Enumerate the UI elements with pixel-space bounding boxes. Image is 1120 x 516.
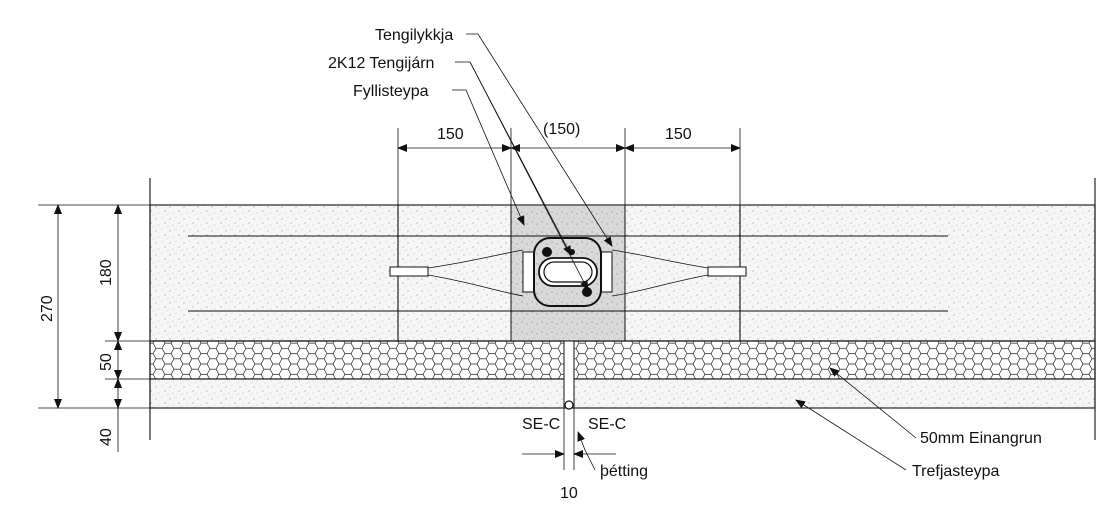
reinforcement-bars <box>188 235 948 312</box>
dim-slab-height: 180 <box>98 259 115 286</box>
label-tengilykkja: Tengilykkja <box>375 27 453 44</box>
label-einangrun: 50mm Einangrun <box>920 430 1042 447</box>
dim-top-middle: (150) <box>543 121 580 138</box>
top-leaders <box>452 33 613 291</box>
label-trefjasteypa: Trefjasteypa <box>912 463 1000 480</box>
label-fyllisteypa: Fyllisteypa <box>353 83 429 100</box>
vertical-joint <box>563 340 575 470</box>
dim-top-right: 150 <box>665 126 692 143</box>
left-dimension-lines <box>38 204 150 452</box>
insulation-layer <box>149 340 1096 380</box>
dim-bottom-height: 40 <box>98 428 115 446</box>
bottom-concrete-layer <box>149 178 1096 440</box>
dim-insulation-height: 50 <box>98 353 115 371</box>
label-setc-right: SE-C <box>588 416 626 433</box>
label-setc-left: SE-C <box>522 416 560 433</box>
dim-top-left: 150 <box>437 126 464 143</box>
dim-joint-width: 10 <box>560 485 578 502</box>
seal-marker <box>564 400 574 410</box>
connection-loop <box>533 237 602 307</box>
label-tengijarn: 2K12 Tengijárn <box>328 55 434 72</box>
label-thetting: þétting <box>600 463 648 480</box>
bottom-leaders <box>577 367 917 471</box>
dim-total-height: 270 <box>39 295 56 322</box>
